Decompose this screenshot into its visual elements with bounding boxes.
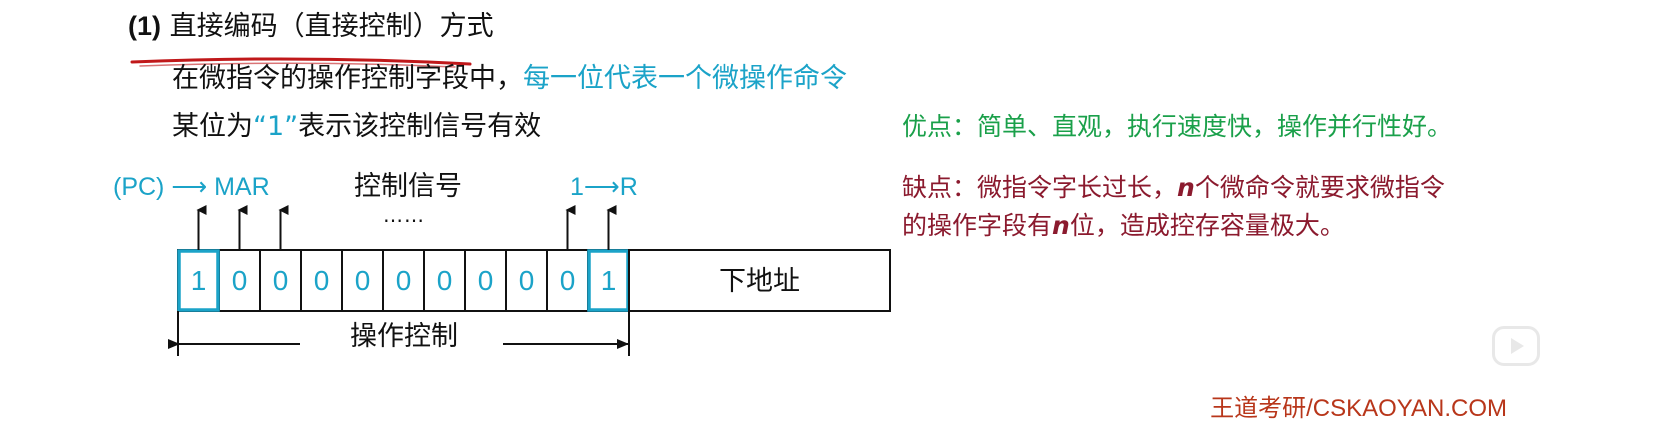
signal-arrows [196,205,617,250]
cons-line-2: 的操作字段有n位，造成控存容量极大。 [902,207,1445,245]
bit-cell [423,249,466,312]
label-pc-to-mar: (PC) ⟶ MAR [113,173,270,201]
bit-cell [464,249,507,312]
bit-value: 0 [437,265,453,296]
bit-cell [300,249,343,312]
next-address-field: 下地址 [628,249,891,312]
watermark-text: 王道考研/CSKAOYAN.COM [1210,395,1507,422]
bit-value: 0 [478,265,494,296]
description-line-2: 某位为“1”表示该控制信号有效 [172,108,541,146]
heading-number: (1) [128,11,161,41]
bit-cell [505,249,548,312]
line1-prefix: 在微指令的操作控制字段中， [172,63,523,94]
cons-part4: 位，造成控存容量极大。 [1069,211,1345,240]
cons-part1: 缺点：微指令字长过长， [902,173,1178,202]
cons-part2: 个微命令就要求微指令 [1194,173,1445,202]
cons-var-n-2: n [1052,211,1070,240]
cons-var-n-1: n [1177,173,1195,202]
bit-value: 0 [396,265,412,296]
next-address-box [628,249,891,312]
cons-line-1: 缺点：微指令字长过长，n个微命令就要求微指令 [902,169,1445,207]
span-label: 操作控制 [350,321,458,352]
label-one-to-r: 1⟶R [570,173,638,201]
play-icon[interactable] [1492,326,1540,366]
cons-part3: 的操作字段有 [902,211,1053,240]
description-line-1: 在微指令的操作控制字段中，每一位代表一个微操作命令 [172,60,847,98]
bit-value: 0 [560,265,576,296]
page-heading: (1) 直接编码（直接控制）方式 [128,8,494,45]
heading-title: 直接编码（直接控制）方式 [169,11,494,42]
bit-value: 0 [355,265,371,296]
line2-suffix: 表示该控制信号有效 [298,111,542,142]
bit-value: 1 [191,265,207,296]
next-address-label: 下地址 [719,266,800,297]
bit-value: 0 [273,265,289,296]
line2-prefix: 某位为 [172,111,253,142]
bit-value: 0 [519,265,535,296]
disadvantages-text: 缺点：微指令字长过长，n个微命令就要求微指令 的操作字段有n位，造成控存容量极大… [902,169,1445,245]
label-control-signal: 控制信号 [354,171,462,202]
operation-control-span: 操作控制 [168,311,630,356]
label-ellipsis: …… [383,203,425,227]
line1-highlight: 每一位代表一个微操作命令 [523,63,847,94]
bit-cell [341,249,384,312]
highlighted-bit-frame [177,249,220,312]
bit-value: 0 [232,265,248,296]
bit-value: 0 [314,265,330,296]
advantages-text: 优点：简单、直观，执行速度快，操作并行性好。 [902,112,1453,141]
line2-highlight: “1” [253,111,299,142]
bit-value: 1 [601,265,617,296]
